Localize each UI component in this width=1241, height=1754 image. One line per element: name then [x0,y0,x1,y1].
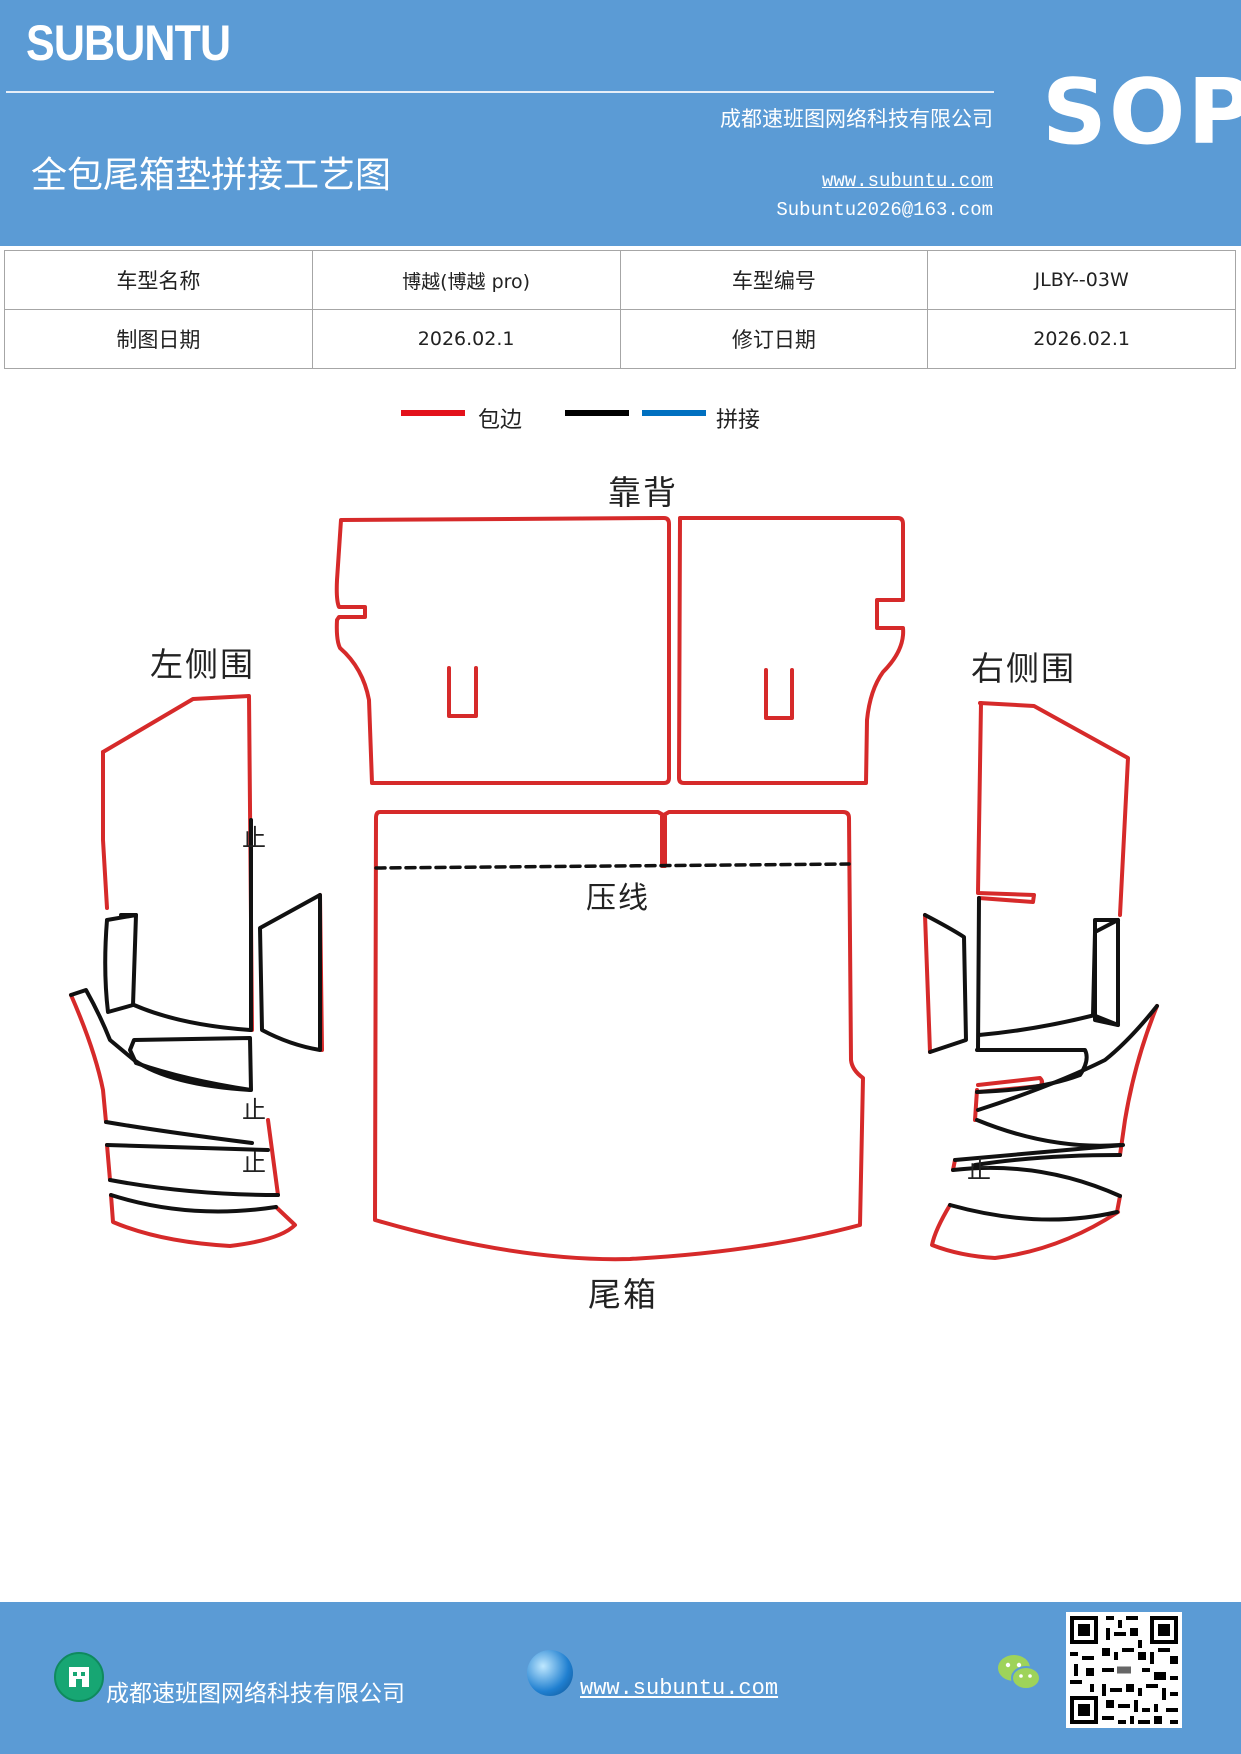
globe-icon [527,1650,573,1696]
right-side-outer [978,701,1130,917]
left-side-outer [101,694,254,1032]
table-cell: 2026.02.1 [927,309,1236,369]
footer: 成都速班图网络科技有限公司 www.subuntu.com [0,1602,1241,1754]
table-cell: 车型名称 [4,250,313,310]
crease-line [374,862,851,870]
header-email[interactable]: Subuntu2026@163.com [776,199,993,221]
footer-company: 成都速班图网络科技有限公司 [106,1681,405,1707]
label-right-side: 右侧围 [971,649,1076,688]
table-row: 车型名称 博越(博越 pro) 车型编号 JLBY--03W [4,250,1236,310]
label-left-side: 左侧围 [150,645,255,684]
table-row: 制图日期 2026.02.1 修订日期 2026.02.1 [4,309,1236,369]
header-divider [6,91,994,93]
stop-mark: 止 [242,824,268,852]
trunk-floor-piece [373,810,865,1262]
header-company: 成都速班图网络科技有限公司 [720,107,993,131]
header-website-link[interactable]: www.subuntu.com [821,170,993,192]
backrest-left-slot [447,666,478,718]
vehicle-info-table: 车型名称 博越(博越 pro) 车型编号 JLBY--03W 制图日期 2026… [4,250,1236,369]
legend-label: 包边 [478,408,523,433]
table-cell: 博越(博越 pro) [311,250,621,310]
backrest-right-piece [677,516,906,785]
sop-badge: SOP [1042,60,1241,165]
building-icon [54,1652,104,1702]
label-crease: 压线 [586,881,650,916]
brand-logo: SUBUNTU [26,15,231,71]
legend: 包边 拼接 [0,402,1241,442]
label-backrest: 靠背 [608,473,678,512]
label-trunk: 尾箱 [588,1275,658,1314]
legend-swatch-black [565,410,629,416]
footer-website-link[interactable]: www.subuntu.com [580,1676,779,1701]
stop-mark: 止 [967,1156,993,1184]
legend-label: 拼接 [716,408,761,433]
stop-mark: 止 [242,1149,268,1177]
table-cell: 2026.02.1 [311,309,621,369]
qr-code [1066,1612,1182,1728]
stop-mark: 止 [242,1096,268,1124]
header: SUBUNTU 成都速班图网络科技有限公司 全包尾箱垫拼接工艺图 www.sub… [0,0,1241,246]
right-side-seam [976,896,981,1052]
table-cell: 修订日期 [619,309,929,369]
table-cell: JLBY--03W [927,250,1236,310]
table-cell: 车型编号 [619,250,929,310]
legend-swatch-blue [642,410,706,416]
table-cell: 制图日期 [4,309,313,369]
wechat-icon [996,1652,1042,1694]
backrest-right-slot [764,668,794,720]
page-title: 全包尾箱垫拼接工艺图 [31,155,392,196]
backrest-left-piece [334,516,671,785]
legend-swatch-red [401,410,465,416]
